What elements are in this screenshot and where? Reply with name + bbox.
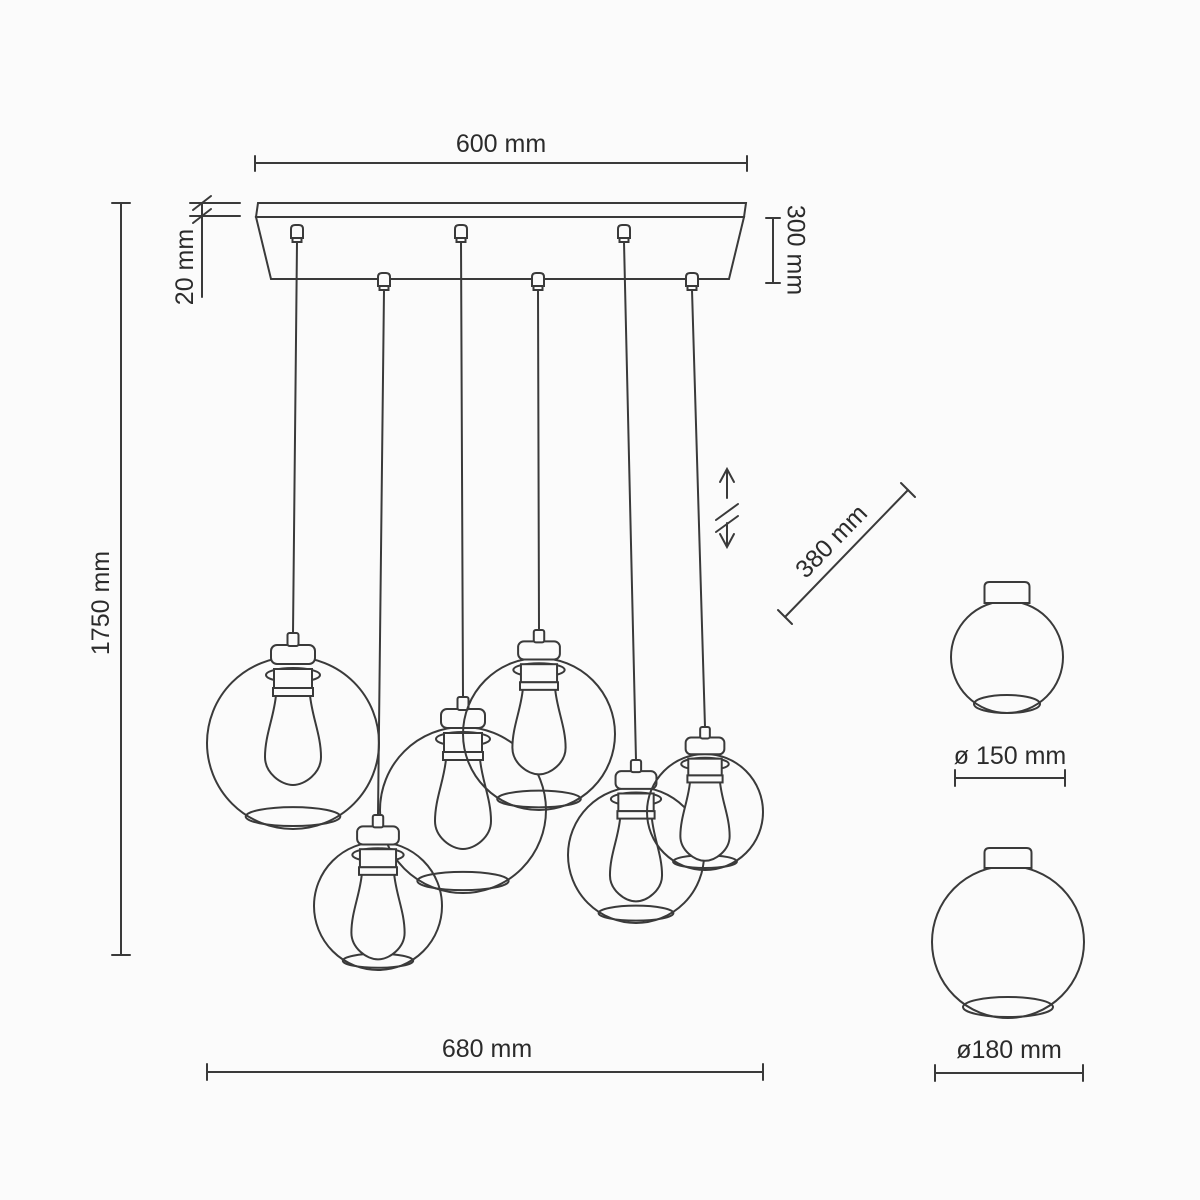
- globe-small-diameter-label: ø 150 mm: [954, 742, 1067, 770]
- pendant-globe-back-center-large: [379, 241, 547, 894]
- globe-opening: [496, 789, 582, 809]
- globe-detail-180mm: [931, 847, 1085, 1019]
- dimension-globe-large: ø180 mm: [934, 1036, 1084, 1082]
- glass-globe: [950, 600, 1064, 714]
- pendant-globe-back-left-large: [206, 241, 380, 830]
- canopy-connector-front-3: [685, 272, 699, 291]
- dimension-canopy-depth: 300 mm: [765, 205, 809, 295]
- glass-globe: [931, 865, 1085, 1019]
- suspension-cable: [377, 289, 385, 816]
- socket-body: [687, 757, 723, 777]
- edison-bulb: [679, 780, 731, 862]
- socket-ring: [358, 866, 398, 876]
- canopy-connector-back-1: [290, 224, 304, 243]
- canopy-width-label: 600 mm: [456, 130, 546, 158]
- edison-bulb: [350, 872, 406, 961]
- dim-tick: [777, 609, 793, 625]
- ceiling-canopy: [254, 202, 748, 291]
- dimension-suspension-length: 380 mm: [777, 482, 916, 625]
- cable-grip-cap: [684, 736, 726, 756]
- cable-nipple: [371, 814, 385, 829]
- edison-bulb: [608, 816, 664, 903]
- edison-bulb: [511, 687, 567, 776]
- pendant-globe-front-center-large: [462, 289, 616, 811]
- dimension-globe-small: ø 150 mm: [954, 742, 1067, 787]
- suspension-length-label: 380 mm: [790, 499, 873, 583]
- fixture-spread-label: 680 mm: [442, 1035, 532, 1063]
- canopy-connector-front-1: [377, 272, 391, 291]
- cable-grip-cap: [270, 644, 316, 665]
- dimension-fixture-spread: 680 mm: [206, 1035, 764, 1081]
- canopy-connector-back-3: [617, 224, 631, 243]
- dim-line: [784, 489, 909, 618]
- edison-bulb: [263, 694, 323, 787]
- globe-opening: [416, 870, 510, 892]
- globe-large-diameter-label: ø180 mm: [956, 1036, 1062, 1064]
- socket-ring: [272, 687, 314, 697]
- suspension-cable: [537, 289, 540, 631]
- dim-tick: [900, 482, 916, 498]
- socket-body: [273, 668, 313, 689]
- globe-cap: [983, 581, 1031, 604]
- socket-body: [358, 848, 398, 869]
- canopy-thickness-label: 20 mm: [171, 229, 199, 305]
- cable-grip-cap: [614, 770, 658, 790]
- canopy-depth-label: 300 mm: [781, 205, 809, 295]
- cable-grip-cap: [517, 640, 561, 661]
- globe-opening: [244, 806, 342, 827]
- globe-opening: [973, 694, 1041, 714]
- edison-bulb: [433, 758, 493, 851]
- total-height-label: 1750 mm: [87, 551, 115, 655]
- dimension-canopy-width: 600 mm: [254, 130, 748, 172]
- socket-ring: [686, 774, 724, 784]
- dimension-total-height: 1750 mm: [87, 202, 131, 956]
- globe-opening: [962, 996, 1054, 1018]
- canopy-connector-back-2: [454, 224, 468, 243]
- lamp-drawing: [206, 202, 1085, 1019]
- globe-opening: [597, 904, 675, 922]
- cable-nipple: [629, 759, 643, 774]
- canopy-connector-front-2: [531, 272, 545, 291]
- cable-nipple: [699, 726, 711, 740]
- cable-grip-cap: [356, 825, 400, 846]
- cable-nipple: [286, 632, 300, 647]
- globe-cap: [983, 847, 1033, 869]
- suspension-cable: [691, 289, 706, 728]
- dimension-canopy-thickness: 20 mm: [171, 195, 241, 305]
- pendant-globe-front-left-small: [313, 289, 443, 971]
- socket-ring: [442, 751, 484, 761]
- height-adjustable-icon: [715, 466, 739, 550]
- suspension-cable: [460, 241, 464, 698]
- pendant-globe-front-right-small: [646, 289, 764, 871]
- socket-ring: [519, 681, 559, 691]
- socket-ring: [616, 810, 656, 820]
- globe-detail-150mm: [950, 581, 1064, 714]
- cable-nipple: [532, 629, 546, 644]
- pendant-globe-back-right-medium: [567, 241, 705, 924]
- suspension-cable: [292, 241, 298, 634]
- socket-body: [519, 663, 559, 684]
- suspension-cable: [623, 241, 637, 761]
